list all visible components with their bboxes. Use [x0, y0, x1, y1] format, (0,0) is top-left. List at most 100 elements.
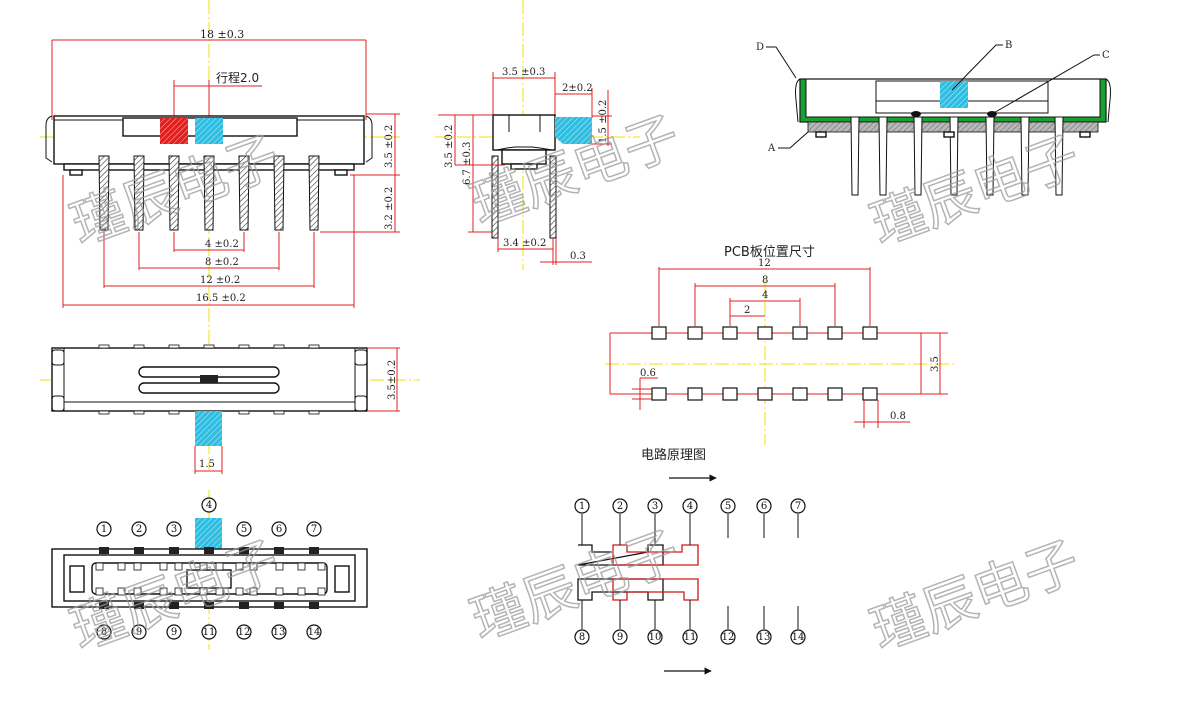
pcb-pad — [862, 387, 878, 401]
bottom-tab — [133, 410, 145, 415]
schematic-pin-11: 11 — [682, 629, 698, 645]
callout-b-actuator — [940, 81, 968, 108]
solder-pad — [99, 547, 109, 554]
solder-pad — [204, 547, 214, 554]
schematic-pin-1: 1 — [574, 498, 590, 514]
pcb-dim-8: 8 — [762, 275, 768, 286]
side-body-height-dim: 3.5 ±0.2 — [444, 125, 455, 168]
pitch-12-dim: 12 ±0.2 — [200, 275, 240, 286]
pcb-dim-4: 4 — [762, 290, 768, 301]
pcb-pad — [827, 326, 843, 340]
row-spacing-dim: 3.5 — [930, 356, 941, 372]
front-pin — [238, 155, 250, 231]
svg-text:12: 12 — [238, 627, 251, 638]
section-pin — [1054, 116, 1064, 196]
pin-label-9: 9 — [166, 624, 182, 640]
svg-text:13: 13 — [273, 627, 286, 638]
schematic-pin-13: 13 — [756, 629, 772, 645]
bottom-tab — [168, 410, 180, 415]
bottom-view-pads — [95, 547, 326, 609]
top-tab — [308, 344, 320, 349]
svg-text:2: 2 — [617, 501, 623, 512]
schematic-title: 电路原理图 — [641, 447, 706, 463]
pin-label-8: 8 — [96, 624, 112, 640]
pcb-pads — [651, 326, 878, 401]
schematic-pin-4: 4 — [682, 498, 698, 514]
svg-text:4: 4 — [206, 500, 212, 511]
svg-text:12: 12 — [722, 632, 735, 643]
bottom-tab — [238, 410, 250, 415]
front-view: 18 ±0.3 行程2.0 3.5 ±0.2 3.2 ±0.2 4 ±0.2 — [40, 0, 400, 470]
pin-label-9: 9 — [131, 624, 147, 640]
pcb-pad — [651, 326, 667, 340]
top-tab — [273, 344, 285, 349]
solder-pad — [169, 547, 179, 554]
solder-pad — [169, 602, 179, 609]
pin-label-4: 4 — [201, 497, 217, 513]
front-pin — [273, 155, 285, 231]
front-pin — [133, 155, 145, 231]
pcb-layout: PCB板位置尺寸 3.5 12 8 4 2 0.6 0.8 — [605, 245, 955, 445]
pcb-dim-2: 2 — [744, 305, 750, 316]
section-pin — [850, 116, 860, 196]
solder-pad — [239, 547, 249, 554]
pcb-pad — [651, 387, 667, 401]
section-view: D B C A — [756, 40, 1111, 196]
schematic-pin-9: 9 — [612, 629, 628, 645]
pin-label-11: 11 — [201, 624, 217, 640]
top-tab — [168, 344, 180, 349]
bottom-tab — [98, 410, 110, 415]
top-tab — [98, 344, 110, 349]
callout-c: C — [1102, 50, 1110, 61]
pin-label-2: 2 — [131, 521, 147, 537]
callout-b: B — [1005, 40, 1012, 51]
pcb-pad — [722, 326, 738, 340]
pcb-pad — [792, 326, 808, 340]
svg-text:13: 13 — [758, 632, 771, 643]
svg-text:9: 9 — [136, 627, 142, 638]
svg-text:11: 11 — [203, 627, 216, 638]
svg-text:5: 5 — [241, 524, 247, 535]
schematic-pin-8: 8 — [574, 629, 590, 645]
solder-pad — [99, 602, 109, 609]
svg-text:7: 7 — [311, 524, 317, 535]
svg-text:3: 3 — [652, 501, 658, 512]
pcb-pad — [757, 387, 773, 401]
svg-text:14: 14 — [308, 627, 321, 638]
pin-label-13: 13 — [271, 624, 287, 640]
side-view: 3.5 ±0.3 2±0.2 1.5 ±0.2 3.5 ±0.2 6.7 ±0.… — [435, 0, 640, 270]
solder-pad — [134, 547, 144, 554]
top-view-actuator — [195, 411, 222, 446]
bottom-tab — [273, 410, 285, 415]
watermark-3: 瑾辰电子 — [863, 124, 1088, 257]
svg-text:3: 3 — [171, 524, 177, 535]
svg-text:14: 14 — [792, 632, 805, 643]
solder-pad — [204, 602, 214, 609]
schematic-pin-3: 3 — [647, 498, 663, 514]
pin-label-6: 6 — [271, 521, 287, 537]
top-view-height-dim: 3.5±0.2 — [387, 360, 398, 400]
svg-text:1: 1 — [579, 501, 585, 512]
svg-text:1: 1 — [101, 524, 107, 535]
pin-label-12: 12 — [236, 624, 252, 640]
solder-pad — [274, 602, 284, 609]
side-width-dim: 3.5 ±0.3 — [502, 67, 545, 78]
pcb-pad — [687, 326, 703, 340]
pin-thickness-dim: 0.3 — [570, 251, 586, 262]
total-height-dim: 6.7 ±0.3 — [462, 142, 473, 185]
top-tab — [238, 344, 250, 349]
top-tab — [203, 344, 215, 349]
pcb-layout-title: PCB板位置尺寸 — [724, 245, 815, 260]
pin-label-1: 1 — [96, 521, 112, 537]
pitch-8-dim: 8 ±0.2 — [205, 257, 239, 268]
body-height-dim: 3.5 ±0.2 — [384, 125, 395, 168]
slider-start-position — [160, 118, 188, 144]
schematic-pin-10: 10 — [647, 629, 663, 645]
pitch-4-dim: 4 ±0.2 — [205, 239, 239, 250]
schematic-pin-12: 12 — [720, 629, 736, 645]
pin-span-dim: 3.4 ±0.2 — [503, 238, 546, 249]
section-pin — [1020, 116, 1030, 196]
